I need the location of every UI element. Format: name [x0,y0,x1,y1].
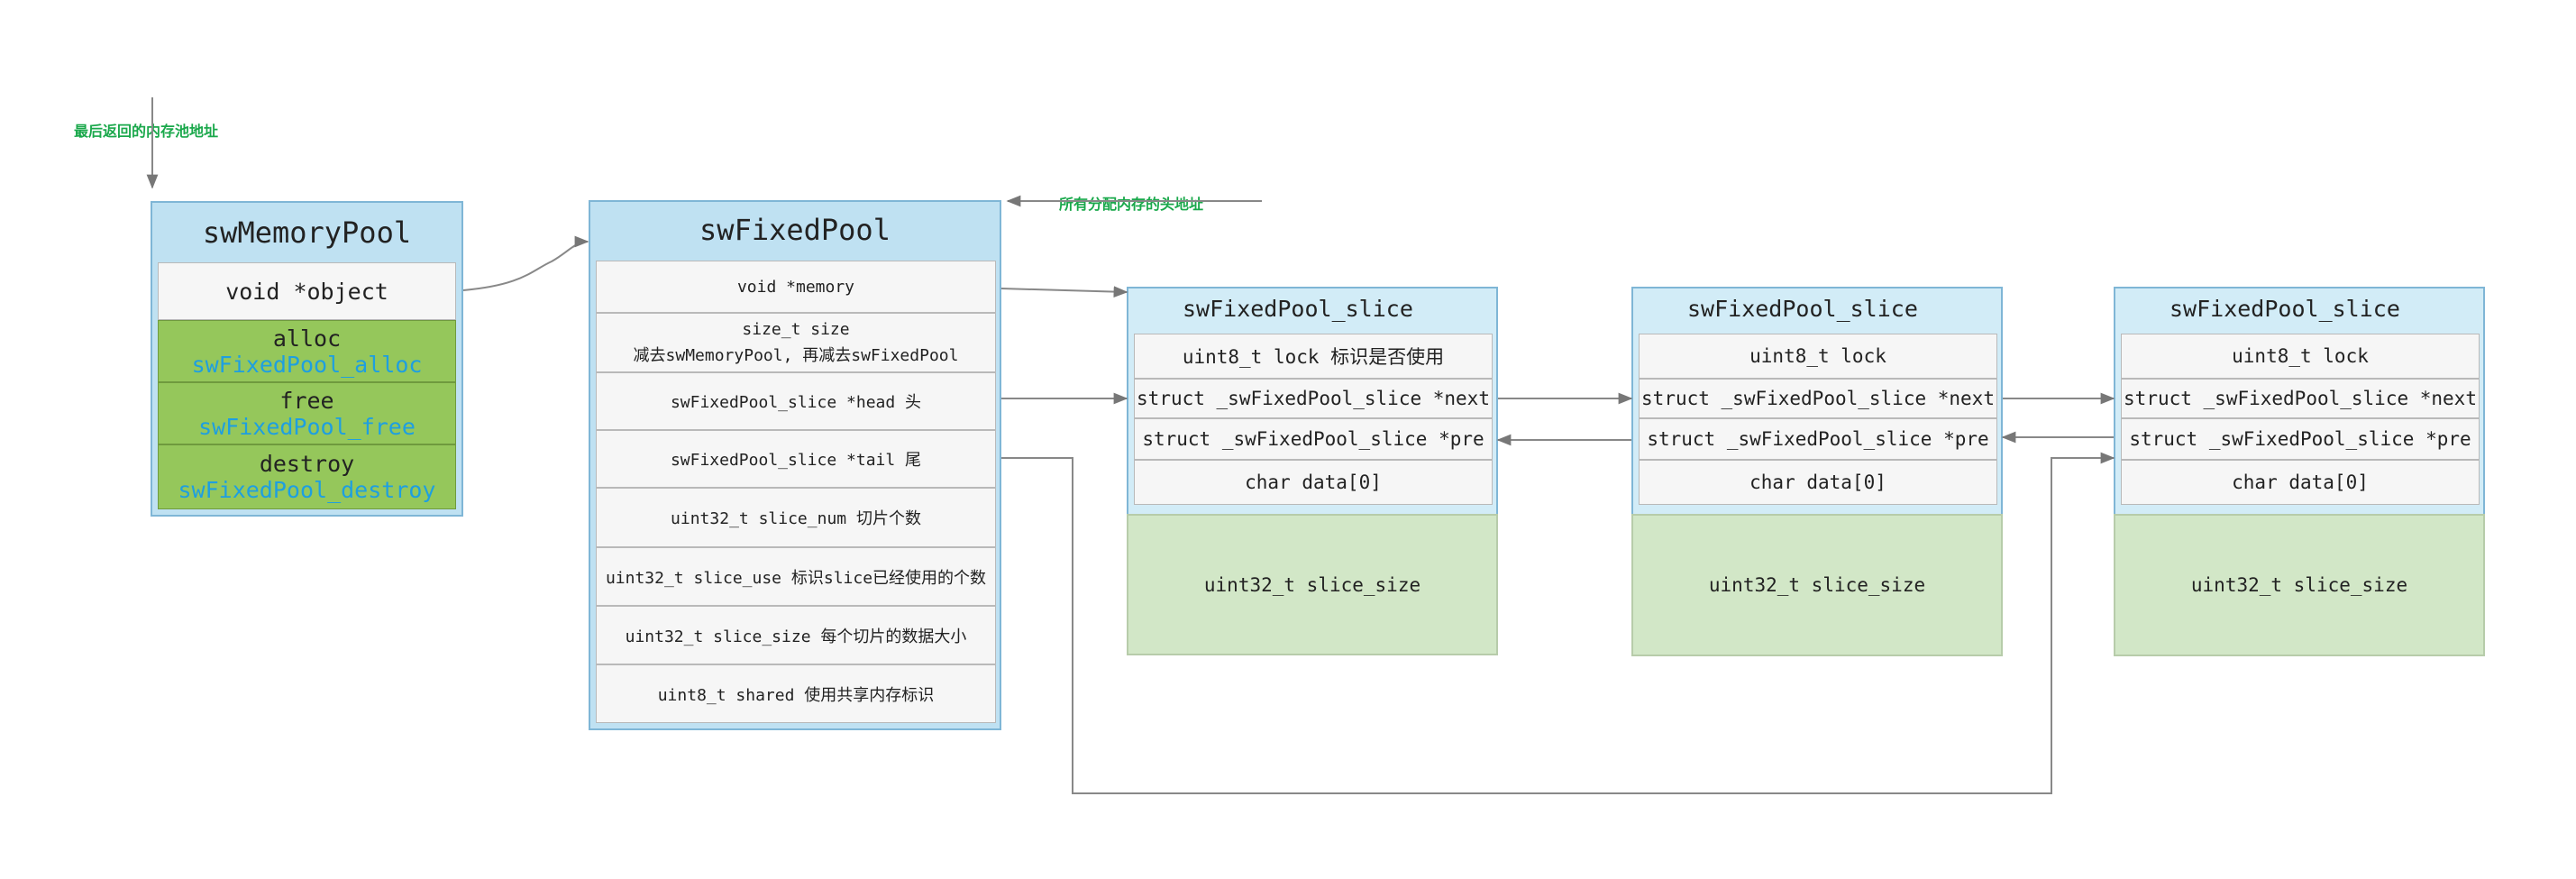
swmemorypool-title: swMemoryPool [202,215,412,250]
field-slice-use-label: uint32_t slice_use 标识slice已经使用的个数 [605,568,987,588]
field-shared-label: uint8_t shared 使用共享内存标识 [657,685,935,705]
slice-2-next-label: struct _swFixedPool_slice *next [1641,388,1995,409]
field-memory: void *memory [596,261,996,313]
method-free-function: swFixedPool_free [198,413,416,440]
slice-2-size-region: uint32_t slice_size [1631,514,2003,656]
slice-1-pre: struct _swFixedPool_slice *pre [1134,418,1493,460]
swfixedpool-title: swFixedPool [699,213,891,247]
slice-3-lock-label: uint8_t lock [2232,345,2369,367]
method-free-name: free [279,387,334,414]
field-object-label: void *object [225,278,388,305]
slice-1-pre-label: struct _swFixedPool_slice *pre [1142,428,1484,450]
slice-1-size-label: uint32_t slice_size [1203,573,1421,596]
field-size: size_t size 减去swMemoryPool, 再减去swFixedPo… [596,313,996,372]
method-destroy: destroy swFixedPool_destroy [158,444,456,509]
field-head: swFixedPool_slice *head 头 [596,372,996,430]
slice-1-lock-label: uint8_t lock 标识是否使用 [1182,346,1445,368]
slice-3-size-region: uint32_t slice_size [2114,514,2485,656]
method-alloc: alloc swFixedPool_alloc [158,320,456,382]
slice-1-lock: uint8_t lock 标识是否使用 [1134,334,1493,379]
returned-pool-address-note: 最后返回的内存池地址 [74,123,219,140]
field-shared: uint8_t shared 使用共享内存标识 [596,664,996,723]
slice-2-data-label: char data[0] [1749,472,1886,493]
method-destroy-name: destroy [259,451,355,477]
slice-2-title: swFixedPool_slice [1687,296,1918,322]
method-destroy-function: swFixedPool_destroy [178,477,436,503]
method-alloc-function: swFixedPool_alloc [191,351,423,378]
field-size-note: 减去swMemoryPool, 再减去swFixedPool [633,345,959,365]
slice-3-next: struct _swFixedPool_slice *next [2121,379,2480,418]
field-tail-label: swFixedPool_slice *tail 尾 [670,451,922,470]
slice-2-pre: struct _swFixedPool_slice *pre [1639,418,1997,460]
slice-3-pre: struct _swFixedPool_slice *pre [2121,418,2480,460]
swfixedpool-struct: swFixedPool void *memory size_t size 减去s… [589,200,1001,730]
slice-2-next: struct _swFixedPool_slice *next [1639,379,1997,418]
field-size-label: size_t size [742,319,850,339]
field-slice-num-label: uint32_t slice_num 切片个数 [671,509,921,528]
field-slice-use: uint32_t slice_use 标识slice已经使用的个数 [596,547,996,606]
field-slice-num: uint32_t slice_num 切片个数 [596,488,996,547]
slice-2-size-label: uint32_t slice_size [1708,574,1926,596]
slice-3-data: char data[0] [2121,460,2480,505]
slice-1-next-label: struct _swFixedPool_slice *next [1137,388,1490,409]
slice-1-data: char data[0] [1134,460,1493,505]
slice-2-data: char data[0] [1639,460,1997,505]
memory-pointer-arrow [1000,286,1128,298]
slice-1-next: struct _swFixedPool_slice *next [1134,379,1493,418]
field-slice-size-label: uint32_t slice_size 每个切片的数据大小 [625,627,967,646]
field-slice-size: uint32_t slice_size 每个切片的数据大小 [596,606,996,664]
slice-2-lock-label: uint8_t lock [1749,345,1886,367]
field-tail: swFixedPool_slice *tail 尾 [596,430,996,488]
slice-3-lock: uint8_t lock [2121,334,2480,379]
slice-struct-3: swFixedPool_slice uint8_t lock struct _s… [2114,287,2485,656]
field-object: void *object [158,262,456,320]
slice-1-size-region: uint32_t slice_size [1127,514,1498,655]
slice-2-pre-label: struct _swFixedPool_slice *pre [1647,428,1989,450]
slice-3-size-label: uint32_t slice_size [2190,574,2408,596]
object-to-fixedpool-arrow [462,235,589,291]
method-free: free swFixedPool_free [158,382,456,444]
field-memory-label: void *memory [736,277,855,297]
swmemorypool-struct: swMemoryPool void *object alloc swFixedP… [151,201,463,517]
slice-1-title: swFixedPool_slice [1183,296,1413,322]
field-head-label: swFixedPool_slice *head 头 [670,393,922,412]
slice-3-next-label: struct _swFixedPool_slice *next [2124,388,2477,409]
slice-3-pre-label: struct _swFixedPool_slice *pre [2129,428,2471,450]
slice-1-data-label: char data[0] [1245,472,1382,493]
method-alloc-name: alloc [272,325,342,352]
slice-2-lock: uint8_t lock [1639,334,1997,379]
slice-3-data-label: char data[0] [2232,472,2369,493]
slice-struct-1: swFixedPool_slice uint8_t lock 标识是否使用 st… [1127,287,1498,655]
allocated-memory-head-note: 所有分配内存的头地址 [1059,196,1204,213]
slice-3-title: swFixedPool_slice [2170,296,2400,322]
slice-struct-2: swFixedPool_slice uint8_t lock struct _s… [1631,287,2003,656]
